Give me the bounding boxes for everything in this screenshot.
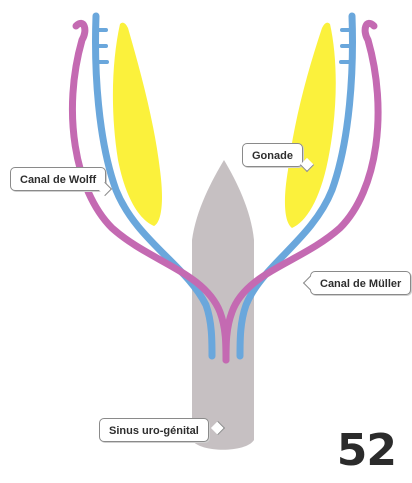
label-canal-de-muller: Canal de Müller bbox=[310, 271, 411, 295]
left-wolff-tubules bbox=[98, 30, 107, 62]
label-gonade: Gonade bbox=[242, 143, 303, 167]
label-canal-de-muller-text: Canal de Müller bbox=[320, 278, 401, 290]
label-sinus-uro-genital-text: Sinus uro-génital bbox=[109, 425, 199, 437]
label-gonade-text: Gonade bbox=[252, 150, 293, 162]
label-canal-de-wolff: Canal de Wolff bbox=[10, 167, 106, 191]
label-canal-de-wolff-text: Canal de Wolff bbox=[20, 174, 96, 186]
label-sinus-uro-genital: Sinus uro-génital bbox=[99, 418, 209, 442]
right-wolff-tubules bbox=[341, 30, 350, 62]
page-number: 52 bbox=[337, 429, 396, 473]
